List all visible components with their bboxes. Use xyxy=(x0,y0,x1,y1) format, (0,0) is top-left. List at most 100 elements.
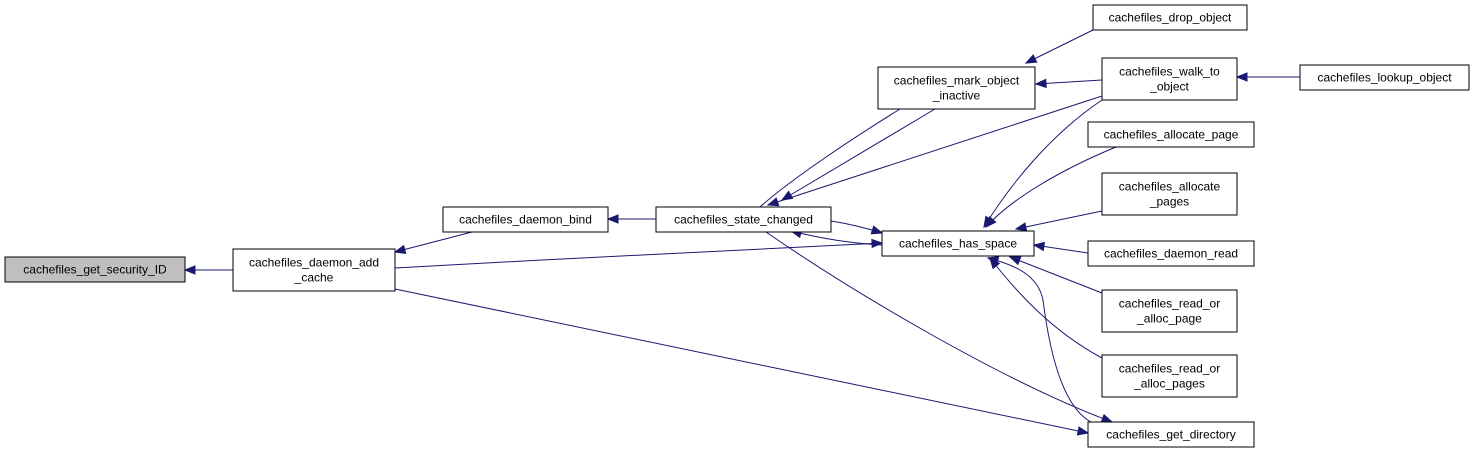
edge-walk-to-object-to-state-changed xyxy=(766,95,1103,207)
arrowhead-icon xyxy=(606,214,619,224)
node-allocate-page[interactable]: cachefiles_allocate_page xyxy=(1087,121,1255,148)
node-label: cachefiles_drop_object xyxy=(1109,11,1232,25)
edge-walk-to-object-to-mark-object-inactive xyxy=(1034,78,1103,89)
node-state-changed[interactable]: cachefiles_state_changed xyxy=(655,206,832,233)
arrowhead-icon xyxy=(871,238,884,249)
edge-line xyxy=(765,231,1113,423)
edge-allocate-page-to-has-space xyxy=(985,146,1117,229)
node-box[interactable] xyxy=(1101,57,1238,101)
edges-layer xyxy=(183,29,1300,436)
arrowhead-icon xyxy=(1076,426,1090,436)
edge-state-changed-to-mark-object-inactive xyxy=(759,108,901,208)
node-label: cachefiles_read_or xyxy=(1119,362,1220,376)
node-label: _pages xyxy=(1149,195,1189,209)
edge-get-directory-to-has-space xyxy=(986,256,1096,425)
arrowhead-icon xyxy=(1024,54,1038,64)
edge-state-changed-to-has-space xyxy=(830,220,884,235)
node-allocate-pages[interactable]: cachefiles_allocate_pages xyxy=(1101,172,1238,216)
edge-line xyxy=(983,99,1103,228)
node-label: cachefiles_daemon_read xyxy=(1104,247,1238,261)
edge-line xyxy=(394,231,473,253)
edge-line xyxy=(767,95,1103,206)
edge-line xyxy=(781,108,936,201)
node-get-security-id[interactable]: cachefiles_get_security_ID xyxy=(4,256,186,283)
node-daemon-read[interactable]: cachefiles_daemon_read xyxy=(1087,240,1255,267)
edge-line xyxy=(790,230,883,246)
edge-line xyxy=(1009,256,1103,294)
node-box[interactable] xyxy=(1087,421,1255,448)
edge-state-changed-to-daemon-bind xyxy=(606,214,656,224)
node-box[interactable] xyxy=(877,66,1036,110)
arrowhead-icon xyxy=(1235,72,1248,82)
node-label: cachefiles_state_changed xyxy=(674,213,813,227)
node-read-or-alloc-pages[interactable]: cachefiles_read_or_alloc_pages xyxy=(1101,354,1238,398)
edge-walk-to-object-to-has-space xyxy=(983,99,1103,229)
node-label: cachefiles_get_directory xyxy=(1106,428,1235,442)
node-label: _inactive xyxy=(932,89,981,103)
edge-line xyxy=(1015,210,1103,230)
edge-line xyxy=(394,288,1089,434)
edge-line xyxy=(759,108,901,208)
node-daemon-add-cache[interactable]: cachefiles_daemon_add_cache xyxy=(232,248,396,292)
node-box[interactable] xyxy=(1101,172,1238,216)
node-box[interactable] xyxy=(1087,240,1255,267)
edge-line xyxy=(989,257,1103,359)
node-box[interactable] xyxy=(1101,354,1238,398)
arrowhead-icon xyxy=(985,216,997,229)
arrowhead-icon xyxy=(986,256,1000,266)
edge-line xyxy=(1035,79,1103,85)
edge-drop-object-to-mark-object-inactive xyxy=(1024,29,1094,64)
node-box[interactable] xyxy=(1087,121,1255,148)
node-box[interactable] xyxy=(1092,4,1248,31)
edge-line xyxy=(1025,29,1094,64)
edge-line xyxy=(985,146,1117,228)
node-walk-to-object[interactable]: cachefiles_walk_to_object xyxy=(1101,57,1238,101)
node-read-or-alloc-page[interactable]: cachefiles_read_or_alloc_page xyxy=(1101,289,1238,333)
node-label: cachefiles_get_security_ID xyxy=(23,263,167,277)
edge-daemon-add-cache-to-get-security-id xyxy=(183,265,233,275)
arrowhead-icon xyxy=(1034,78,1047,89)
arrowhead-icon xyxy=(1100,413,1114,423)
node-box[interactable] xyxy=(1299,64,1470,91)
node-label: cachefiles_daemon_add xyxy=(249,256,379,270)
node-drop-object[interactable]: cachefiles_drop_object xyxy=(1092,4,1248,31)
node-label: _object xyxy=(1149,80,1189,94)
node-label: cachefiles_lookup_object xyxy=(1317,71,1452,85)
node-label: cachefiles_read_or xyxy=(1119,297,1220,311)
node-box[interactable] xyxy=(655,206,832,233)
edge-read-or-alloc-page-to-has-space xyxy=(1008,256,1103,294)
node-box[interactable] xyxy=(881,230,1035,257)
edge-allocate-pages-to-has-space xyxy=(1014,210,1103,232)
node-box[interactable] xyxy=(4,256,186,283)
node-label: cachefiles_allocate xyxy=(1119,180,1221,194)
edge-state-changed-to-get-directory xyxy=(765,231,1114,423)
arrowhead-icon xyxy=(393,244,407,254)
node-daemon-bind[interactable]: cachefiles_daemon_bind xyxy=(442,206,609,233)
node-mark-object-inactive[interactable]: cachefiles_mark_object_inactive xyxy=(877,66,1036,110)
node-lookup-object[interactable]: cachefiles_lookup_object xyxy=(1299,64,1470,91)
edge-daemon-add-cache-to-has-space xyxy=(394,238,884,269)
node-get-directory[interactable]: cachefiles_get_directory xyxy=(1087,421,1255,448)
node-label: _alloc_page xyxy=(1136,312,1202,326)
nodes-layer: cachefiles_get_security_ID cachefiles_dae… xyxy=(4,4,1470,448)
node-box[interactable] xyxy=(1101,289,1238,333)
node-label: cachefiles_has_space xyxy=(899,237,1017,251)
node-box[interactable] xyxy=(442,206,609,233)
arrowhead-icon xyxy=(1014,222,1028,232)
edge-daemon-read-to-has-space xyxy=(1032,241,1089,254)
node-label: _cache xyxy=(294,271,334,285)
arrowhead-icon xyxy=(1008,256,1022,266)
edge-lookup-object-to-walk-to-object xyxy=(1235,72,1300,82)
edge-mark-object-inactive-to-state-changed xyxy=(780,108,936,201)
node-box[interactable] xyxy=(232,248,396,292)
node-label: cachefiles_allocate_page xyxy=(1104,128,1239,142)
arrowhead-icon xyxy=(870,225,884,235)
node-has-space[interactable]: cachefiles_has_space xyxy=(881,230,1035,257)
arrowhead-icon xyxy=(1032,241,1046,252)
edge-daemon-bind-to-daemon-add-cache xyxy=(393,231,473,254)
node-label: cachefiles_daemon_bind xyxy=(459,213,592,227)
edge-line xyxy=(987,257,1096,425)
edge-read-or-alloc-pages-to-has-space xyxy=(989,256,1103,359)
node-label: _alloc_pages xyxy=(1133,377,1205,391)
